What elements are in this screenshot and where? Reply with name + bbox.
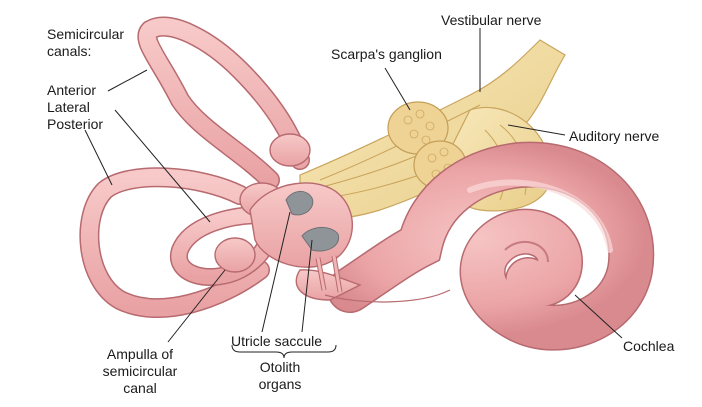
- cochlea-label: Cochlea: [623, 338, 675, 354]
- leader-lines: [84, 28, 623, 359]
- leader-anterior: [107, 69, 148, 92]
- otolith-organs-line-1: Otolith: [259, 359, 301, 375]
- utricle-saccule-label: Utricle saccule: [231, 333, 322, 350]
- leader-ampulla: [167, 269, 226, 343]
- leader-cochlea: [574, 294, 623, 339]
- otolith-organs-label: Otolith organs: [250, 359, 310, 393]
- cochlea-shape: [295, 141, 655, 351]
- vestibule-shape: [214, 133, 354, 293]
- semicircular-canals-label: Semicircular canals:: [47, 26, 124, 60]
- ampulla-line-3: canal: [123, 380, 157, 396]
- leader-scarpas-ganglion: [384, 67, 411, 111]
- lateral-canal-label: Lateral: [47, 99, 90, 115]
- scarpas-ganglion-shape: [387, 101, 467, 190]
- ampulla-label: Ampulla of semicircular canal: [94, 346, 186, 397]
- leader-auditory-nerve: [507, 124, 566, 136]
- leader-posterior: [84, 129, 113, 186]
- semicircular-canals-line-2: canals:: [47, 43, 92, 59]
- scarpas-ganglion-label: Scarpa's ganglion: [331, 46, 442, 62]
- utricle-label: Utricle: [231, 333, 271, 349]
- anterior-canal-label: Anterior: [47, 82, 97, 98]
- leader-lateral: [114, 109, 211, 223]
- semicircular-canals-shape: [79, 16, 310, 318]
- auditory-nerve-label: Auditory nerve: [569, 128, 660, 144]
- ampulla-line-2: semicircular: [102, 363, 178, 379]
- saccule-label: saccule: [274, 333, 323, 349]
- semicircular-canals-line-1: Semicircular: [47, 26, 125, 42]
- otolith-bracket: [231, 344, 337, 359]
- posterior-canal-label: Posterior: [47, 116, 104, 132]
- canal-names-label: Anterior Lateral Posterior: [47, 82, 103, 133]
- ampulla-line-1: Ampulla of: [106, 346, 174, 362]
- otolith-organs-line-2: organs: [258, 376, 302, 392]
- leader-saccule: [301, 239, 313, 333]
- vestibular-nerve-label: Vestibular nerve: [441, 12, 542, 28]
- leader-utricle: [261, 211, 291, 333]
